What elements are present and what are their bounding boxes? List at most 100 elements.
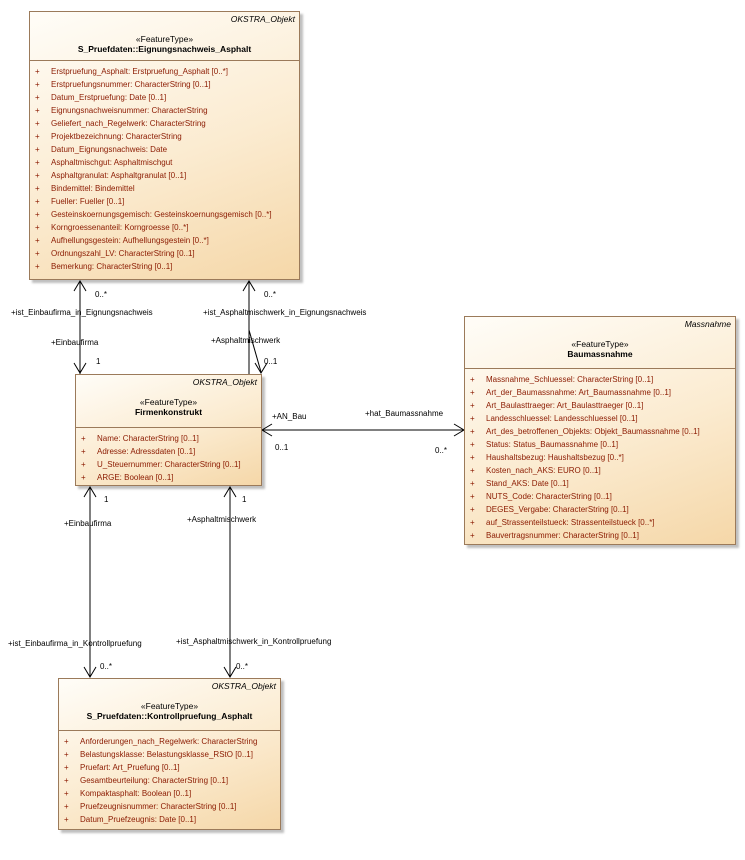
attribute-row: + Ordnungszahl_LV: CharacterString [0..1] <box>30 247 299 260</box>
attribute-row: +Fueller: Fueller [0..1] <box>30 195 299 208</box>
visibility-marker: + <box>35 236 40 245</box>
attribute-row: +Status: Status_Baumassnahme [0..1] <box>465 438 735 451</box>
role-label: +ist_Einbaufirma_in_Eignungsnachweis <box>11 308 153 317</box>
multiplicity-label: 1 <box>96 357 101 366</box>
visibility-marker: + <box>470 479 475 488</box>
attribute-text: Bauvertragsnummer: CharacterString [0..1… <box>486 531 639 540</box>
role-label: +Asphaltmischwerk <box>187 515 257 524</box>
stereotype-label: «FeatureType» <box>139 397 198 407</box>
attribute-text: Projektbezeichnung: CharacterString <box>51 132 182 141</box>
multiplicity-label: 1 <box>104 495 109 504</box>
class-firmenkonstrukt[interactable]: OKSTRA_Objekt «FeatureType» Firmenkonstr… <box>75 374 262 486</box>
visibility-marker: + <box>470 414 475 423</box>
class-header: Massnahme «FeatureType» Baumassnahme <box>465 317 735 369</box>
attribute-text: Kompaktasphalt: Boolean [0..1] <box>80 789 192 798</box>
role-label: +Einbaufirma <box>64 519 112 528</box>
attribute-row: + Kompaktasphalt: Boolean [0..1] <box>59 787 280 800</box>
visibility-marker: + <box>470 440 475 449</box>
attribute-row: +Adresse: Adressdaten [0..1] <box>76 445 261 458</box>
attribute-text: Name: CharacterString [0..1] <box>97 434 199 443</box>
visibility-marker: + <box>470 401 475 410</box>
visibility-marker: + <box>470 531 475 540</box>
attribute-text: Stand_AKS: Date [0..1] <box>486 479 569 488</box>
class-eignungsnachweis-asphalt[interactable]: OKSTRA_Objekt «FeatureType» S_Pruefdaten… <box>29 11 300 280</box>
attribute-row: + Projektbezeichnung: CharacterString <box>30 130 299 143</box>
attribute-row: +Erstpruefung_Asphalt: Erstpruefung_Asph… <box>30 65 299 78</box>
multiplicity-label: 0..1 <box>264 357 278 366</box>
attribute-text: Datum_Eignungsnachweis: Date <box>51 145 168 154</box>
attribute-row: + Erstpruefungsnummer: CharacterString [0… <box>30 78 299 91</box>
attribute-text: Fueller: Fueller [0..1] <box>51 197 125 206</box>
visibility-marker: + <box>64 776 69 785</box>
visibility-marker: + <box>35 210 40 219</box>
visibility-marker: + <box>35 145 40 154</box>
visibility-marker: + <box>81 434 86 443</box>
attribute-text: Pruefzeugnisnummer: CharacterString [0..… <box>80 802 237 811</box>
parent-class-label: OKSTRA_Objekt <box>211 681 276 691</box>
attribute-row: +Art_Baulasttraeger: Art_Baulasttraeger … <box>465 399 735 412</box>
attribute-text: Asphaltmischgut: Asphaltmischgut <box>51 158 173 167</box>
attribute-text: Ordnungszahl_LV: CharacterString [0..1] <box>51 249 195 258</box>
attribute-list: +Anforderungen_nach_Regelwerk: Character… <box>59 731 280 826</box>
multiplicity-label: 0..* <box>435 446 448 455</box>
visibility-marker: + <box>81 460 86 469</box>
attribute-text: Korngroessenanteil: Korngroesse [0..*] <box>51 223 189 232</box>
attribute-row: + Eignungsnachweisnummer: CharacterString <box>30 104 299 117</box>
attribute-text: U_Steuernummer: CharacterString [0..1] <box>97 460 241 469</box>
visibility-marker: + <box>470 518 475 527</box>
visibility-marker: + <box>35 132 40 141</box>
role-label: +hat_Baumassnahme <box>365 409 444 418</box>
visibility-marker: + <box>35 80 40 89</box>
attribute-row: +ARGE: Boolean [0..1] <box>76 471 261 484</box>
role-label: +ist_Asphaltmischwerk_in_Eignungsnachwei… <box>203 308 367 317</box>
parent-class-label: Massnahme <box>684 319 731 329</box>
attribute-row: +auf_Strassenteilstueck: Strassenteilstu… <box>465 516 735 529</box>
attribute-row: +Bemerkung: CharacterString [0..1] <box>30 260 299 273</box>
class-kontrollpruefung-asphalt[interactable]: OKSTRA_Objekt «FeatureType» S_Pruefdaten… <box>58 678 281 830</box>
stereotype-label: «FeatureType» <box>140 701 199 711</box>
attribute-text: Art_der_Baumassnahme: Art_Baumassnahme [… <box>486 388 671 397</box>
visibility-marker: + <box>35 184 40 193</box>
attribute-row: +Kosten_nach_AKS: EURO [0..1] <box>465 464 735 477</box>
visibility-marker: + <box>35 93 40 102</box>
class-name: S_Pruefdaten::Kontrollpruefung_Asphalt <box>86 711 253 721</box>
arrowhead-kontroll-asphalt <box>223 666 237 678</box>
attribute-row: +Haushaltsbezug: Haushaltsbezug [0..*] <box>465 451 735 464</box>
class-header: OKSTRA_Objekt «FeatureType» Firmenkonstr… <box>76 375 261 428</box>
visibility-marker: + <box>35 106 40 115</box>
multiplicity-label: 0..* <box>100 662 113 671</box>
attribute-row: + U_Steuernummer: CharacterString [0..1] <box>76 458 261 471</box>
visibility-marker: + <box>64 815 69 824</box>
attribute-row: +Gesamtbeurteilung: CharacterString [0..… <box>59 774 280 787</box>
attribute-row: + Stand_AKS: Date [0..1] <box>465 477 735 490</box>
role-label: +Asphaltmischwerk <box>211 336 281 345</box>
visibility-marker: + <box>64 789 69 798</box>
stereotype-label: «FeatureType» <box>135 34 194 44</box>
attribute-row: +Massnahme_Schluessel: CharacterString [… <box>465 373 735 386</box>
attribute-text: Datum_Pruefzeugnis: Date [0..1] <box>80 815 197 824</box>
role-label: +AN_Bau <box>272 412 307 421</box>
attribute-row: + Bauvertragsnummer: CharacterString [0..… <box>465 529 735 542</box>
attribute-text: Bemerkung: CharacterString [0..1] <box>51 262 173 271</box>
attribute-row: +Pruefart: Art_Pruefung [0..1] <box>59 761 280 774</box>
attribute-list: +Massnahme_Schluessel: CharacterString [… <box>465 369 735 542</box>
attribute-text: Erstpruefungsnummer: CharacterString [0.… <box>51 80 211 89</box>
visibility-marker: + <box>64 750 69 759</box>
visibility-marker: + <box>35 249 40 258</box>
visibility-marker: + <box>81 447 86 456</box>
attribute-text: NUTS_Code: CharacterString [0..1] <box>486 492 612 501</box>
role-label: +ist_Asphaltmischwerk_in_Kontrollpruefun… <box>176 637 332 646</box>
arrowhead-firmen-bau-left <box>261 423 273 437</box>
attribute-text: Eignungsnachweisnummer: CharacterString <box>51 106 208 115</box>
visibility-marker: + <box>64 737 69 746</box>
visibility-marker: + <box>35 171 40 180</box>
arrowhead-firmen-asphalt-top <box>254 362 268 374</box>
attribute-text: DEGES_Vergabe: CharacterString [0..1] <box>486 505 629 514</box>
attribute-row: +NUTS_Code: CharacterString [0..1] <box>465 490 735 503</box>
attribute-row: +Bindemittel: Bindemittel <box>30 182 299 195</box>
multiplicity-label: 0..* <box>236 662 249 671</box>
attribute-row: +Asphaltgranulat: Asphaltgranulat [0..1] <box>30 169 299 182</box>
attribute-row: +Landesschluessel: Landesschluessel [0..… <box>465 412 735 425</box>
class-baumassnahme[interactable]: Massnahme «FeatureType» Baumassnahme +Ma… <box>464 316 736 545</box>
attribute-row: +Art_des_betroffenen_Objekts: Objekt_Bau… <box>465 425 735 438</box>
